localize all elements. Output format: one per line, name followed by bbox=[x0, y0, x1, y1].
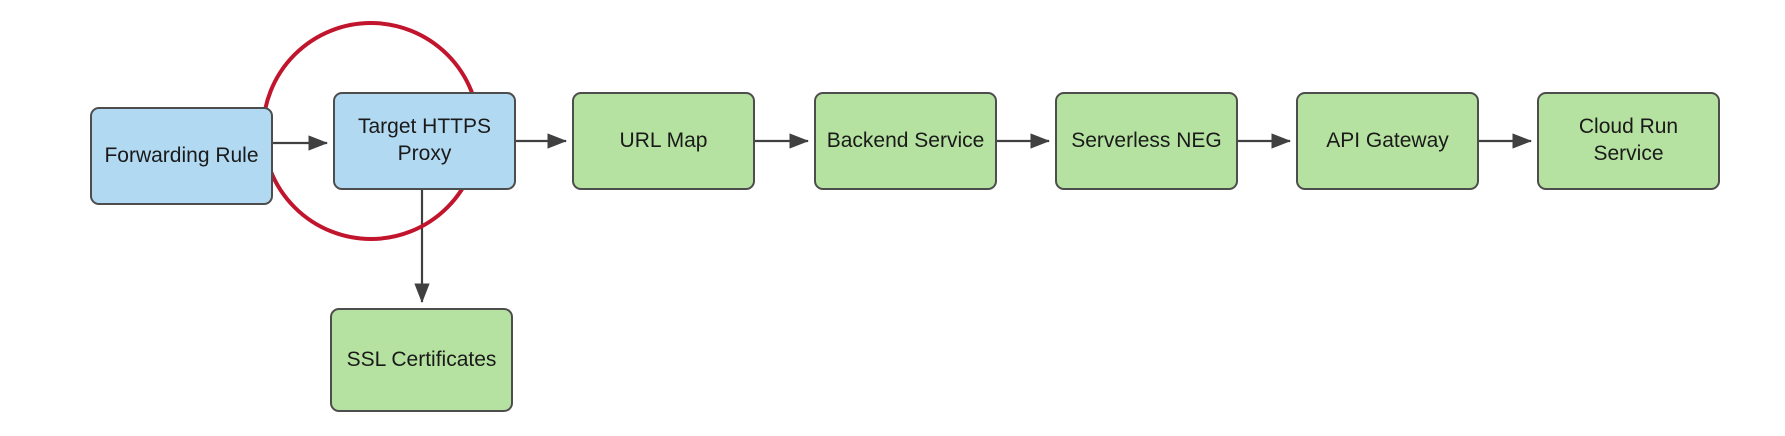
node-label: Target HTTPS Proxy bbox=[357, 115, 492, 165]
node-label: Backend Service bbox=[826, 128, 985, 152]
node-label: Cloud Run Service bbox=[1578, 115, 1679, 165]
node-api-gateway[interactable]: API Gateway bbox=[1296, 92, 1479, 190]
node-ssl-certificates[interactable]: SSL Certificates bbox=[330, 308, 513, 412]
node-forwarding-rule[interactable]: Forwarding Rule bbox=[90, 107, 273, 205]
node-cloud-run-service[interactable]: Cloud Run Service bbox=[1537, 92, 1720, 190]
node-serverless-neg[interactable]: Serverless NEG bbox=[1055, 92, 1238, 190]
node-label: URL Map bbox=[619, 128, 708, 152]
node-backend-service[interactable]: Backend Service bbox=[814, 92, 997, 190]
node-label: Forwarding Rule bbox=[104, 143, 259, 167]
node-url-map[interactable]: URL Map bbox=[572, 92, 755, 190]
node-label: SSL Certificates bbox=[346, 347, 497, 371]
node-target-https-proxy[interactable]: Target HTTPS Proxy bbox=[333, 92, 516, 190]
node-label: API Gateway bbox=[1326, 128, 1449, 152]
node-label: Serverless NEG bbox=[1071, 128, 1222, 152]
